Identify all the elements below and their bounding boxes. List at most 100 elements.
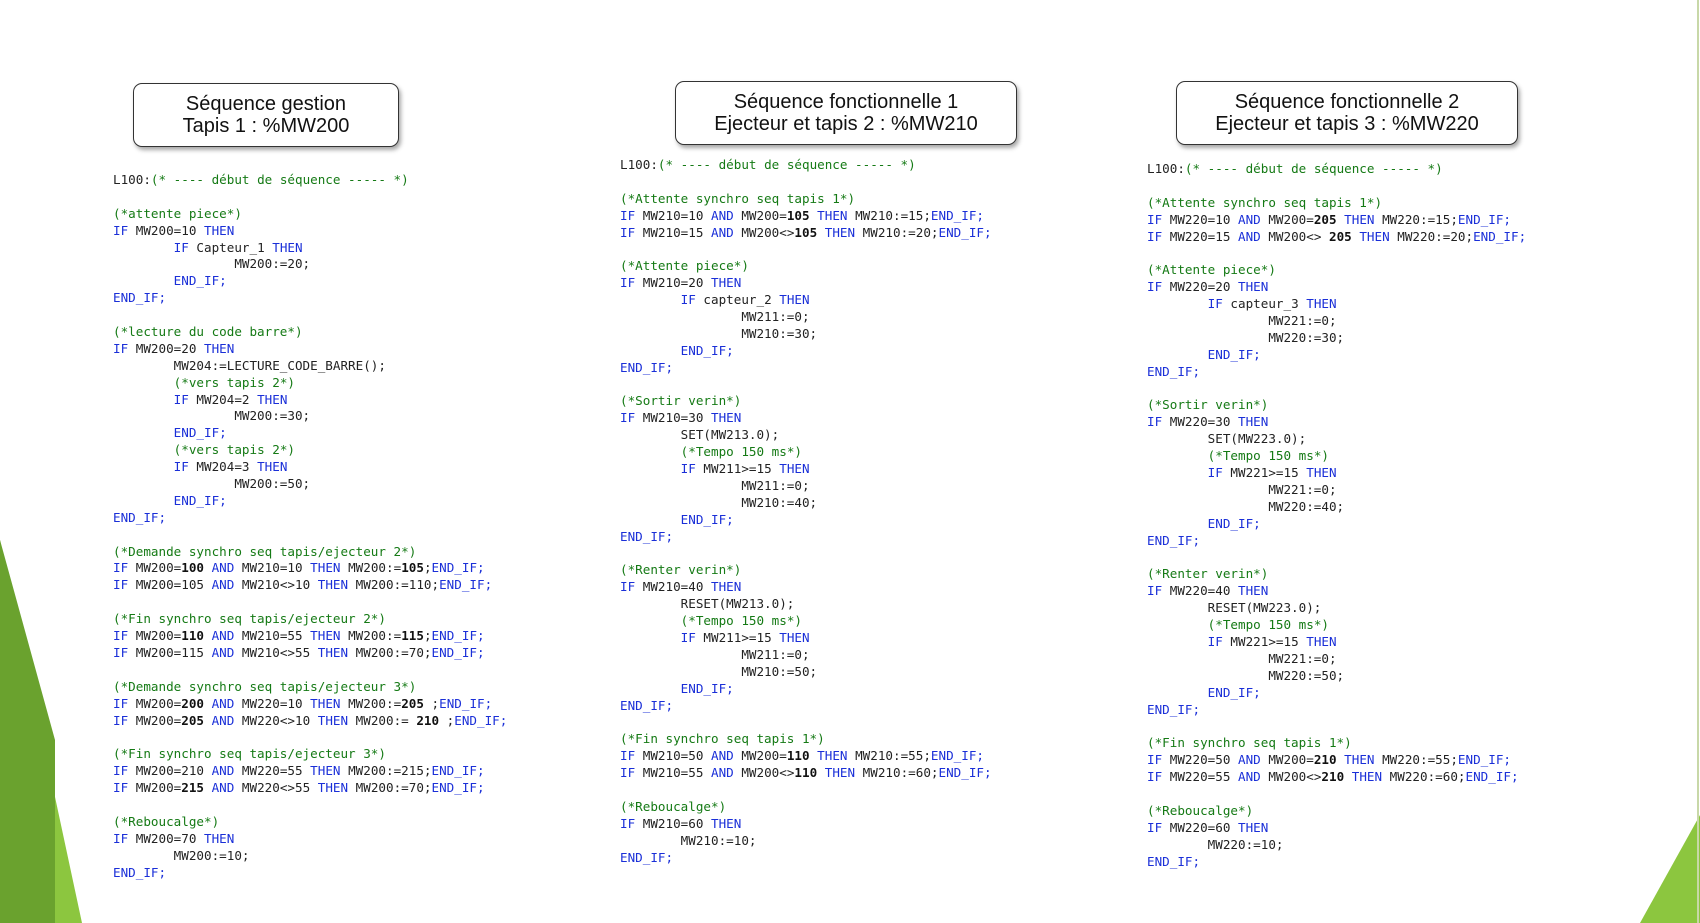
code-line: MW200:=10; [113,848,507,865]
code-comment: (* ---- début de séquence ----- *) [657,157,916,172]
code-line: L100:(* ---- début de séquence ----- *) [620,157,992,174]
code-token [620,444,681,459]
code-line: END_IF; [113,273,507,290]
code-keyword: IF [680,292,696,308]
code-token: MW200=70 [128,830,204,846]
code-token: MW210=20 [635,275,711,291]
code-token: MW200:=215; [340,763,432,779]
code-keyword: THEN [1306,296,1337,312]
code-token: MW200:=70; [348,780,432,796]
code-line: (*Attente piece*) [1147,262,1526,279]
code-line: MW220:=50; [1147,668,1526,685]
code-token: MW210:=30; [620,325,818,341]
code-token: ; [423,695,440,711]
code-line: (*Renter verin*) [1147,566,1526,583]
code-keyword: AND [1238,769,1261,785]
code-keyword: THEN [1351,228,1390,244]
code-line: END_IF; [1147,854,1526,871]
code-token: MW211>=15 [695,629,780,645]
code-keyword: IF [1207,296,1223,312]
code-line: RESET(MW213.0); [620,596,992,613]
code-line [1147,245,1526,262]
code-block-fonctionnelle-1: L100:(* ---- début de séquence ----- *) … [620,157,992,866]
code-line: (*Attente synchro seq tapis 1*) [1147,195,1526,212]
code-line: END_IF; [113,290,507,307]
code-keyword: THEN [204,340,235,356]
code-keyword: END_IF; [620,849,674,865]
code-keyword: THEN [204,222,235,238]
code-line: IF MW211>=15 THEN [620,461,992,478]
code-line: IF MW200=10 THEN [113,223,507,240]
code-comment: (*Fin synchro seq tapis 1*) [620,731,825,747]
code-token: MW200:=30; [113,408,311,424]
code-keyword: AND [711,765,734,781]
code-line: END_IF; [113,510,507,527]
code-keyword: IF [113,695,129,711]
code-token: MW211:=0; [620,477,810,493]
code-token: L100: [113,172,151,187]
code-token: MW210=55 [635,765,711,781]
code-line: END_IF; [1147,702,1526,719]
code-line: END_IF; [1147,364,1526,381]
code-keyword: THEN [310,560,341,576]
code-keyword: END_IF; [938,224,992,240]
code-token: MW211:=0; [620,646,810,662]
code-line: IF MW211>=15 THEN [620,630,992,647]
code-line: END_IF; [113,493,507,510]
code-line: MW200:=20; [113,256,507,273]
code-comment: (*Renter verin*) [1147,566,1269,582]
code-token: L100: [620,157,658,172]
code-token [620,343,681,358]
code-token [1147,347,1208,362]
code-keyword: END_IF; [1457,211,1511,227]
code-keyword: IF [173,459,189,475]
code-token: MW200=105 [128,577,212,593]
code-token [1147,448,1208,463]
code-line [1147,549,1526,566]
code-keyword: THEN [1238,583,1269,599]
code-keyword: IF [173,239,189,255]
code-line: (*Reboucalge*) [1147,803,1526,820]
code-keyword: END_IF; [439,695,493,711]
code-keyword: IF [620,579,636,595]
code-keyword: AND [1238,752,1261,768]
code-keyword: AND [711,748,734,764]
code-token: MW220<>10 [241,712,318,728]
code-line: IF MW200=215 AND MW220<>55 THEN MW200:=7… [113,780,507,797]
code-line: MW221:=0; [1147,313,1526,330]
code-line [1147,786,1526,803]
code-line [113,797,507,814]
code-keyword: THEN [817,224,856,240]
code-line: END_IF; [620,360,992,377]
code-keyword: THEN [809,207,848,223]
code-line: (*Fin synchro seq tapis 1*) [1147,735,1526,752]
code-token: MW220:=60; [1382,769,1466,785]
code-keyword: IF [620,410,636,426]
code-token: 105 [786,207,810,223]
code-keyword: END_IF; [620,528,674,544]
code-line: IF capteur_3 THEN [1147,296,1526,313]
code-keyword: IF [113,763,129,779]
code-comment: (*Tempo 150 ms*) [1207,617,1329,633]
code-keyword: END_IF; [938,765,992,781]
code-token: MW200:= [340,695,402,711]
code-keyword: IF [113,712,129,728]
code-token: MW210=15 [635,224,711,240]
code-keyword: END_IF; [930,207,984,223]
code-keyword: IF [113,340,129,356]
title-box-fonctionnelle-1: Séquence fonctionnelle 1 Ejecteur et tap… [675,81,1017,145]
code-line [113,307,507,324]
code-line: IF MW220=20 THEN [1147,279,1526,296]
code-token: MW210:=15; [847,207,931,223]
code-keyword: IF [1147,583,1163,599]
code-keyword: IF [620,815,636,831]
code-keyword: IF [1147,819,1163,835]
code-keyword: END_IF; [173,273,227,289]
code-line: SET(MW223.0); [1147,431,1526,448]
code-token: 205 [181,712,204,728]
code-token [113,493,174,508]
code-token: MW210<>10 [234,577,318,593]
code-line: (*Fin synchro seq tapis/ejecteur 2*) [113,611,507,628]
code-line: IF MW220=55 AND MW200<>210 THEN MW220:=6… [1147,769,1526,786]
